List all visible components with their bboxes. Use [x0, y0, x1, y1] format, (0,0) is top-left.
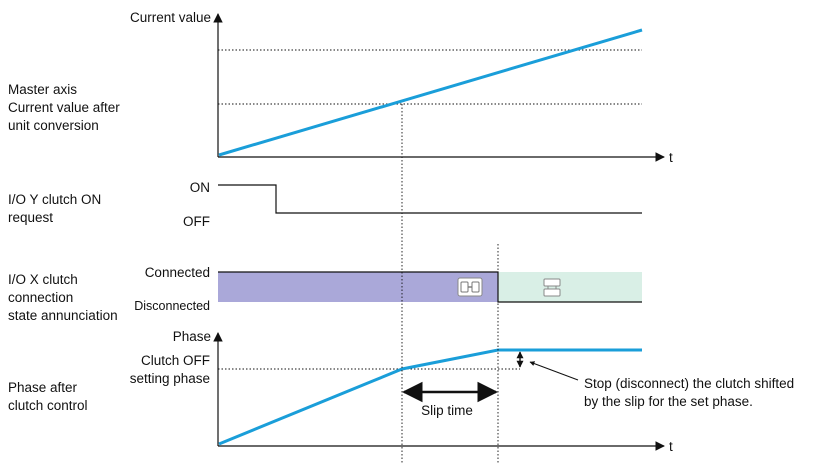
- clutch-request-label-line2: request: [8, 210, 53, 225]
- phase-axis-label: Phase: [173, 329, 211, 344]
- connection-state-label-line3: state annunciation: [8, 308, 118, 323]
- clutch-request-section: I/O Y clutch ON request ON OFF: [8, 180, 642, 229]
- current-value-t-label: t: [669, 150, 673, 165]
- current-value-ramp-line: [218, 28, 643, 157]
- clutch-request-signal: [218, 184, 642, 214]
- slip-time-label: Slip time: [421, 403, 473, 418]
- setting-phase-label-line2: setting phase: [130, 371, 210, 386]
- annotation-line2: by the slip for the set phase.: [584, 394, 753, 409]
- on-level-label: ON: [190, 180, 210, 195]
- phase-label-line1: Phase after: [8, 380, 78, 395]
- master-axis-label-line1: Master axis: [8, 82, 77, 97]
- disconnected-band: [498, 272, 642, 302]
- phase-curve: [218, 348, 642, 446]
- annotation-leader-line: [529, 361, 579, 381]
- phase-section: Phase after clutch control Phase Clutch …: [8, 329, 794, 454]
- clutch-disconnected-icon: [543, 278, 561, 297]
- annotation-line1: Stop (disconnect) the clutch shifted: [584, 376, 794, 391]
- phase-label-line2: clutch control: [8, 398, 88, 413]
- setting-phase-label-line1: Clutch OFF: [141, 353, 210, 368]
- connection-state-label-line1: I/O X clutch: [8, 272, 78, 287]
- phase-t-label: t: [669, 439, 673, 454]
- clutch-connected-icon: [457, 277, 483, 297]
- connected-level-label: Connected: [145, 265, 210, 280]
- master-axis-label-line3: unit conversion: [8, 118, 99, 133]
- off-level-label: OFF: [183, 214, 210, 229]
- connected-band: [218, 272, 498, 302]
- disconnected-level-label: Disconnected: [134, 299, 210, 313]
- connection-state-label-line2: connection: [8, 290, 73, 305]
- connection-state-section: I/O X clutch connection state annunciati…: [8, 265, 642, 323]
- master-axis-section: Master axis Current value after unit con…: [8, 10, 673, 165]
- current-value-axis-label: Current value: [130, 10, 211, 25]
- master-axis-label-line2: Current value after: [8, 100, 120, 115]
- clutch-request-label-line1: I/O Y clutch ON: [8, 192, 101, 207]
